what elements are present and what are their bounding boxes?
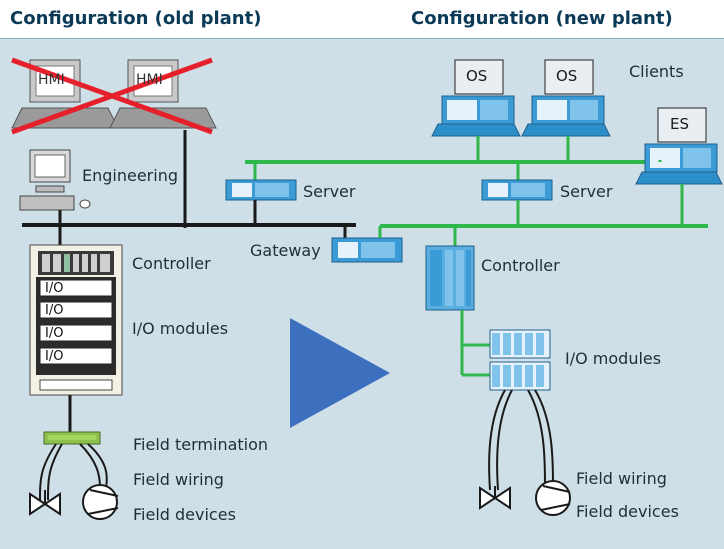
gateway-label: Gateway (250, 241, 321, 260)
engineering-label: Engineering (82, 166, 178, 185)
new-field-devices-label: Field devices (576, 502, 679, 521)
io-module-tag-1: I/O (45, 281, 64, 296)
old-controller-label: Controller (132, 254, 211, 273)
pump-icon (82, 484, 119, 520)
gateway-icon (331, 237, 403, 263)
new-field-wire-3 (527, 389, 546, 486)
new-io-module-1 (489, 329, 551, 359)
new-field-wire-2 (496, 389, 513, 491)
clients-label: Clients (629, 62, 684, 81)
new-pump-icon (535, 480, 571, 516)
field-wire-1 (39, 443, 57, 501)
field-termination-strip (43, 431, 101, 445)
new-controller-label: Controller (481, 256, 560, 275)
field-wire-2 (47, 443, 63, 501)
os-screen-label-2: OS (556, 67, 578, 85)
new-io-modules-label: I/O modules (565, 349, 662, 368)
old-plant-title: Configuration (old plant) (10, 8, 262, 29)
new-field-wire-4 (534, 389, 554, 486)
io-module-tag-4: I/O (45, 349, 64, 364)
old-server-icon (225, 179, 297, 201)
new-io-module-2 (489, 361, 551, 391)
io-module-tag-2: I/O (45, 303, 64, 318)
io-module-tag-3: I/O (45, 326, 64, 341)
valve-icon (29, 490, 61, 516)
os-client-2 (521, 59, 611, 137)
hmi-cross-out (11, 57, 213, 135)
field-termination-label: Field termination (133, 435, 269, 454)
new-field-wiring-label: Field wiring (576, 469, 667, 488)
old-field-wiring-label: Field wiring (133, 470, 224, 489)
field-wire-3 (79, 443, 101, 489)
migration-arrow-icon (290, 318, 390, 428)
new-controller-icon (425, 245, 475, 311)
engineering-pc (19, 149, 91, 211)
es-screen-label: ES (670, 115, 689, 133)
os-screen-label-1: OS (466, 67, 488, 85)
new-field-wire-1 (488, 389, 506, 491)
old-server-label: Server (303, 182, 356, 201)
old-io-modules-label: I/O modules (132, 319, 229, 338)
old-controller-cabinet (29, 244, 123, 396)
new-server-label: Server (560, 182, 613, 201)
new-plant-title: Configuration (new plant) (411, 8, 673, 29)
hmi-screen-label-1: HMI (38, 72, 65, 88)
field-wire-4 (87, 443, 108, 489)
es-client (635, 107, 723, 185)
new-valve-icon (479, 486, 511, 510)
new-server-icon (481, 179, 553, 201)
old-field-devices-label: Field devices (133, 505, 236, 524)
hmi-screen-label-2: HMI (136, 72, 163, 88)
hmi-workstation-2 (109, 59, 217, 129)
os-client-1 (431, 59, 521, 137)
